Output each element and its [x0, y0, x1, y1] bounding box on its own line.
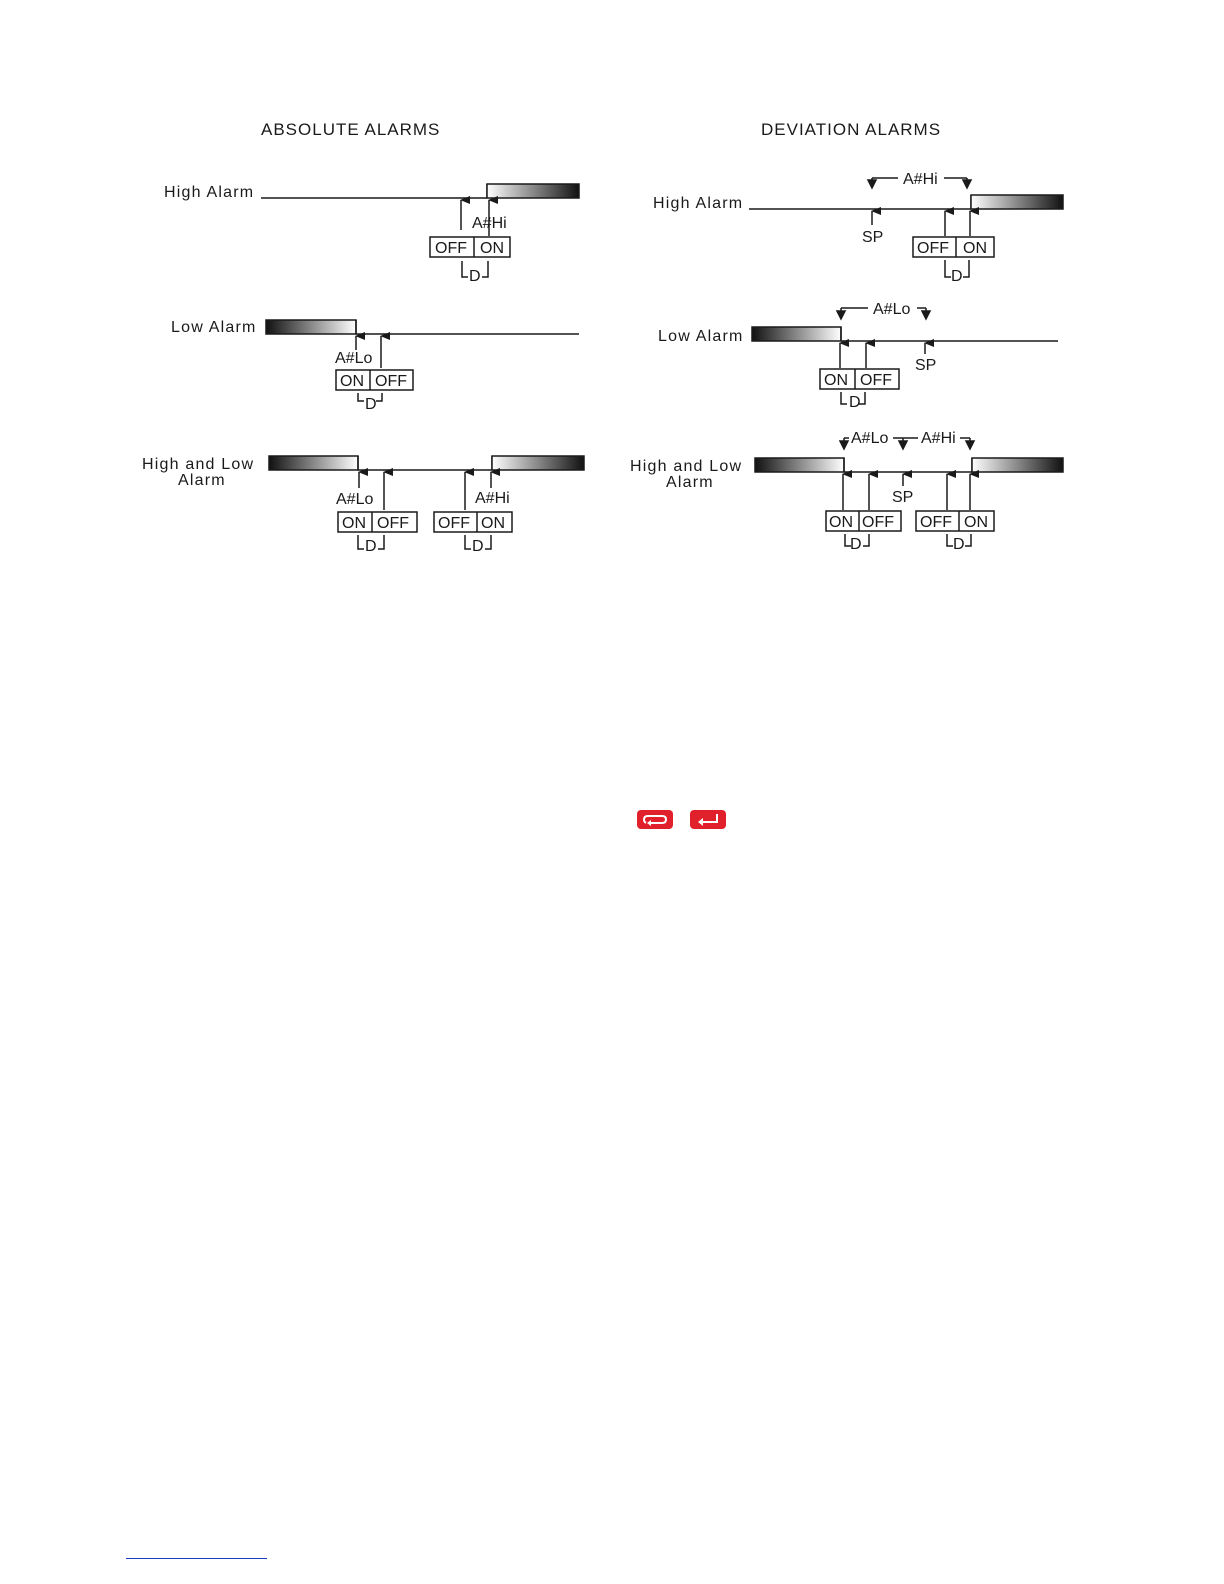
deviation-low-alarm: [752, 308, 1058, 404]
abs-hl-on-1: ON: [342, 515, 366, 532]
abs-high-label: High Alarm: [164, 184, 254, 201]
dev-hl-a-hi: A#Hi: [921, 430, 956, 447]
dev-high-a-hi: A#Hi: [903, 171, 938, 188]
abs-low-a-lo: A#Lo: [335, 350, 372, 367]
dev-high-on: ON: [963, 240, 987, 257]
abs-high-a-hi: A#Hi: [472, 215, 507, 232]
dev-low-off: OFF: [860, 372, 892, 389]
absolute-high-low-alarm: [269, 456, 584, 549]
abs-low-off: OFF: [375, 373, 407, 390]
abs-hl-a-hi: A#Hi: [475, 490, 510, 507]
dev-low-a-lo: A#Lo: [873, 301, 910, 318]
dev-hl-d-2: D: [953, 536, 965, 553]
abs-low-on: ON: [340, 373, 364, 390]
abs-low-label: Low Alarm: [171, 319, 257, 336]
abs-low-d: D: [365, 396, 377, 413]
absolute-high-alarm: [261, 184, 579, 277]
dev-high-d: D: [951, 268, 963, 285]
abs-hl-off-1: OFF: [377, 515, 409, 532]
dev-hl-off-2: OFF: [920, 514, 952, 531]
enter-key-icon: [690, 810, 726, 829]
dev-hl-label-2: Alarm: [666, 474, 714, 491]
dev-high-label: High Alarm: [653, 195, 743, 212]
abs-hl-label-2: Alarm: [178, 472, 226, 489]
deviation-high-alarm: [749, 178, 1063, 277]
absolute-low-alarm: [266, 320, 579, 401]
dev-low-d: D: [849, 394, 861, 411]
footnote-rule: [126, 1558, 267, 1559]
dev-hl-on-1: ON: [829, 514, 853, 531]
dev-hl-off-1: OFF: [862, 514, 894, 531]
abs-hl-off-2: OFF: [438, 515, 470, 532]
dev-hl-label-1: High and Low: [630, 458, 742, 475]
abs-high-off: OFF: [435, 240, 467, 257]
absolute-alarms-heading: ABSOLUTE ALARMS: [261, 120, 440, 139]
dev-low-sp: SP: [915, 357, 936, 374]
abs-hl-a-lo: A#Lo: [336, 491, 373, 508]
dev-high-off: OFF: [917, 240, 949, 257]
abs-hl-on-2: ON: [481, 515, 505, 532]
dev-high-sp: SP: [862, 229, 883, 246]
loop-key-icon: [637, 810, 673, 829]
abs-high-d: D: [469, 268, 481, 285]
dev-hl-on-2: ON: [964, 514, 988, 531]
dev-hl-a-lo: A#Lo: [851, 430, 888, 447]
abs-high-on: ON: [480, 240, 504, 257]
dev-hl-d-1: D: [850, 536, 862, 553]
dev-low-on: ON: [824, 372, 848, 389]
abs-hl-label-1: High and Low: [142, 456, 254, 473]
dev-hl-sp: SP: [892, 489, 913, 506]
abs-hl-d-2: D: [472, 538, 484, 555]
deviation-alarms-heading: DEVIATION ALARMS: [761, 120, 941, 139]
abs-hl-d-1: D: [365, 538, 377, 555]
dev-low-label: Low Alarm: [658, 328, 744, 345]
